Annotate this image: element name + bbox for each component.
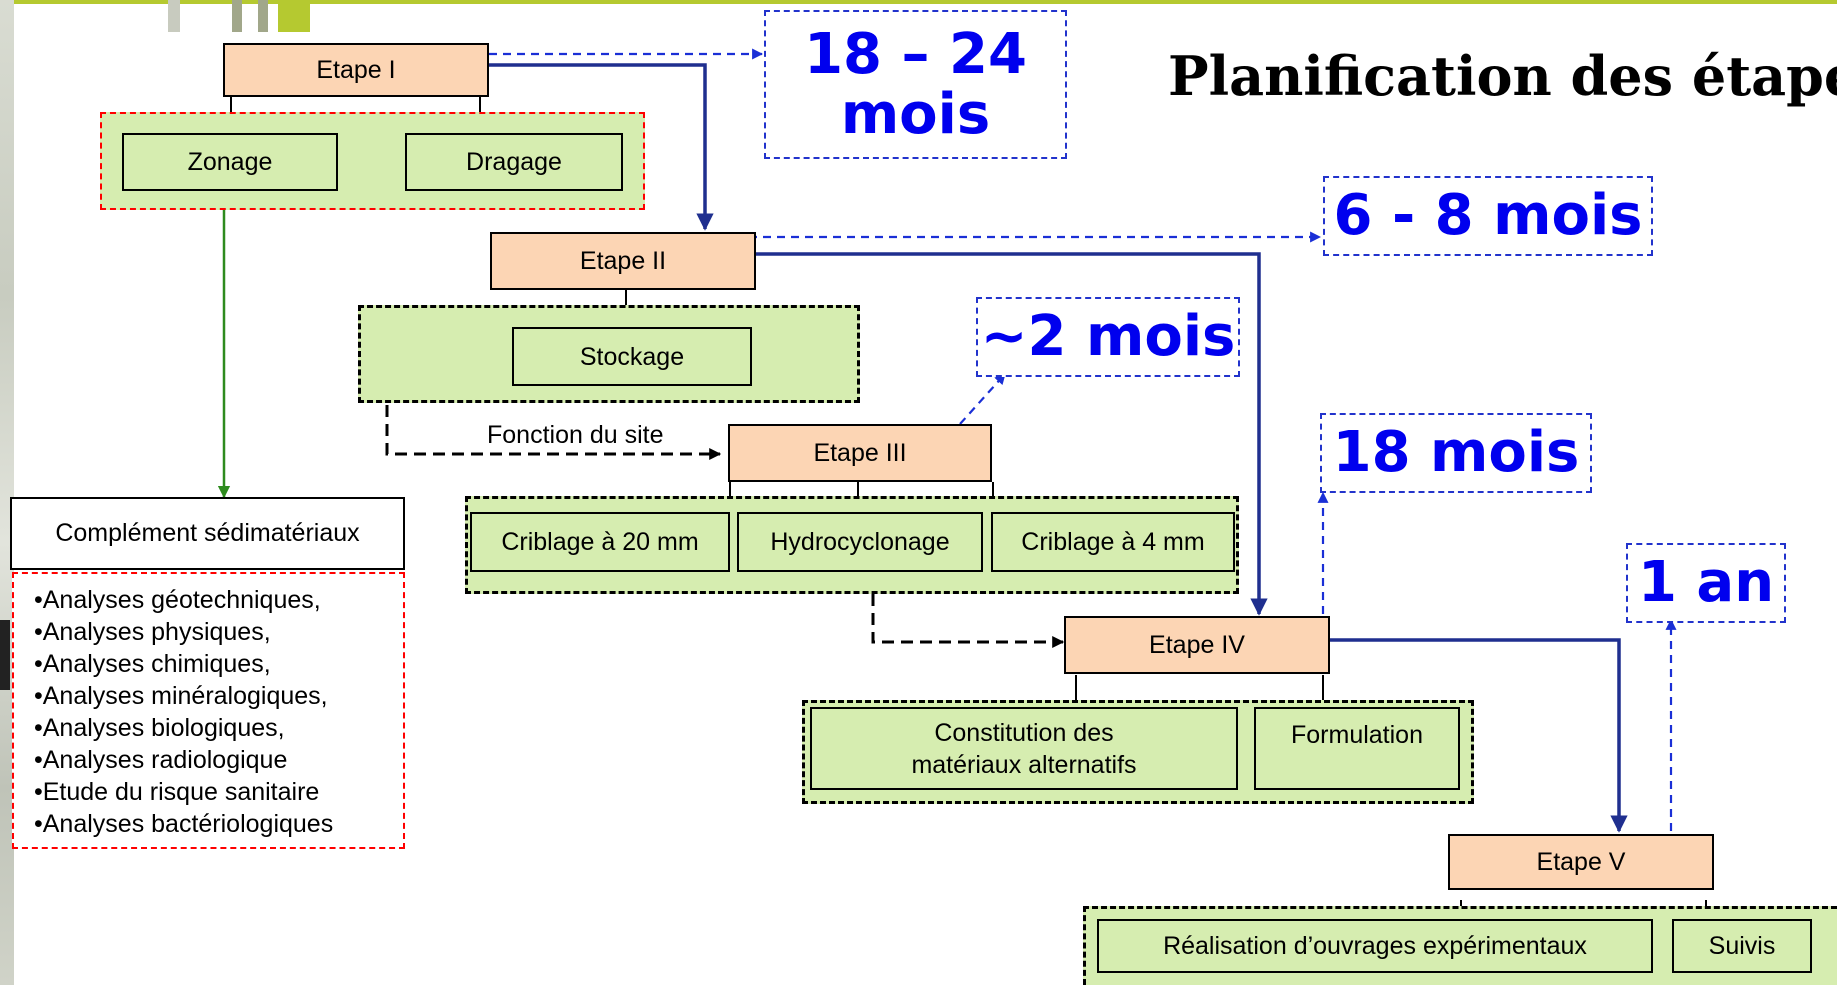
dragage-box: Dragage: [405, 133, 623, 191]
analyses-item: •Analyses bactériologiques: [34, 810, 334, 838]
left-photo-strip: [0, 0, 14, 985]
constitution-materiaux-box: Constitution des matériaux alternatifs: [810, 707, 1238, 790]
stockage-box: Stockage: [512, 327, 752, 386]
analyses-item: •Analyses biologiques,: [34, 714, 285, 742]
analyses-item: •Analyses radiologique: [34, 746, 288, 774]
deco-bar-olive: [232, 0, 242, 32]
etape-2-box: Etape II: [490, 232, 756, 290]
analyses-item: •Analyses géotechniques,: [34, 586, 321, 614]
left-dark-mark: [0, 620, 10, 690]
duration-etape-1: 18 – 24 mois: [764, 10, 1067, 159]
analyses-item: •Analyses physiques,: [34, 618, 271, 646]
top-accent-line: [0, 0, 1837, 4]
duration-etape-5: 1 an: [1626, 543, 1786, 623]
analyses-item: •Etude du risque sanitaire: [34, 778, 320, 806]
etape-3-box: Etape III: [728, 424, 992, 482]
criblage-4mm-box: Criblage à 4 mm: [991, 512, 1235, 572]
complement-sedimateriaux-box: Complément sédimatériaux: [10, 497, 405, 570]
zonage-box: Zonage: [122, 133, 338, 191]
etape-1-box: Etape I: [223, 43, 489, 97]
etape-2-substeps-group: [358, 305, 860, 403]
analyses-item: •Analyses chimiques,: [34, 650, 271, 678]
realisation-ouvrages-box: Réalisation d’ouvrages expérimentaux: [1097, 919, 1653, 973]
deco-bar-olive: [258, 0, 268, 32]
analyses-list: •Analyses géotechniques, •Analyses physi…: [12, 572, 405, 849]
fonction-du-site-label: Fonction du site: [487, 421, 664, 449]
criblage-20mm-box: Criblage à 20 mm: [470, 512, 730, 572]
deco-bar-gray: [168, 0, 180, 32]
etape-5-box: Etape V: [1448, 834, 1714, 890]
formulation-box: Formulation: [1254, 707, 1460, 790]
hydrocyclonage-box: Hydrocyclonage: [737, 512, 983, 572]
duration-etape-2: 6 - 8 mois: [1323, 176, 1653, 256]
duration-etape-4: 18 mois: [1320, 413, 1592, 493]
suivis-box: Suivis: [1672, 919, 1812, 973]
page-title: Planification des étape: [1168, 44, 1837, 108]
etape-4-box: Etape IV: [1064, 616, 1330, 674]
analyses-item: •Analyses minéralogiques,: [34, 682, 328, 710]
duration-etape-3: ~2 mois: [976, 297, 1240, 377]
deco-bar-lime: [278, 0, 310, 32]
